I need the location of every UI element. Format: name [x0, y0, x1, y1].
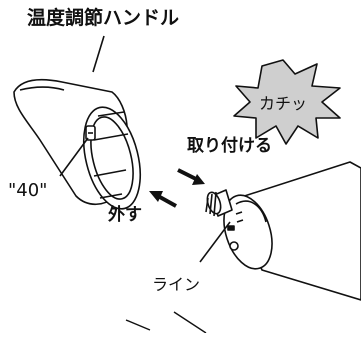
temperature-handle: [13, 78, 141, 210]
bottom-outline: [125, 311, 207, 334]
attach-arrow-icon: [177, 168, 205, 185]
click-sound-label: カチッ: [258, 94, 308, 113]
thermostat-body: [223, 161, 361, 301]
line-leader-line: [199, 221, 231, 263]
line-label: ライン: [152, 275, 201, 294]
remove-arrow-icon: [149, 191, 177, 208]
handle-leader-line: [92, 35, 105, 73]
marker-40-label: "40": [8, 180, 48, 201]
spindle: [205, 189, 233, 217]
handle-label: 温度調節ハンドル: [27, 7, 180, 29]
remove-label: 外す: [108, 205, 142, 225]
click-burst-shape: [233, 59, 341, 145]
marker-40-leader-line: [59, 137, 89, 177]
attach-label: 取り付ける: [187, 136, 272, 156]
